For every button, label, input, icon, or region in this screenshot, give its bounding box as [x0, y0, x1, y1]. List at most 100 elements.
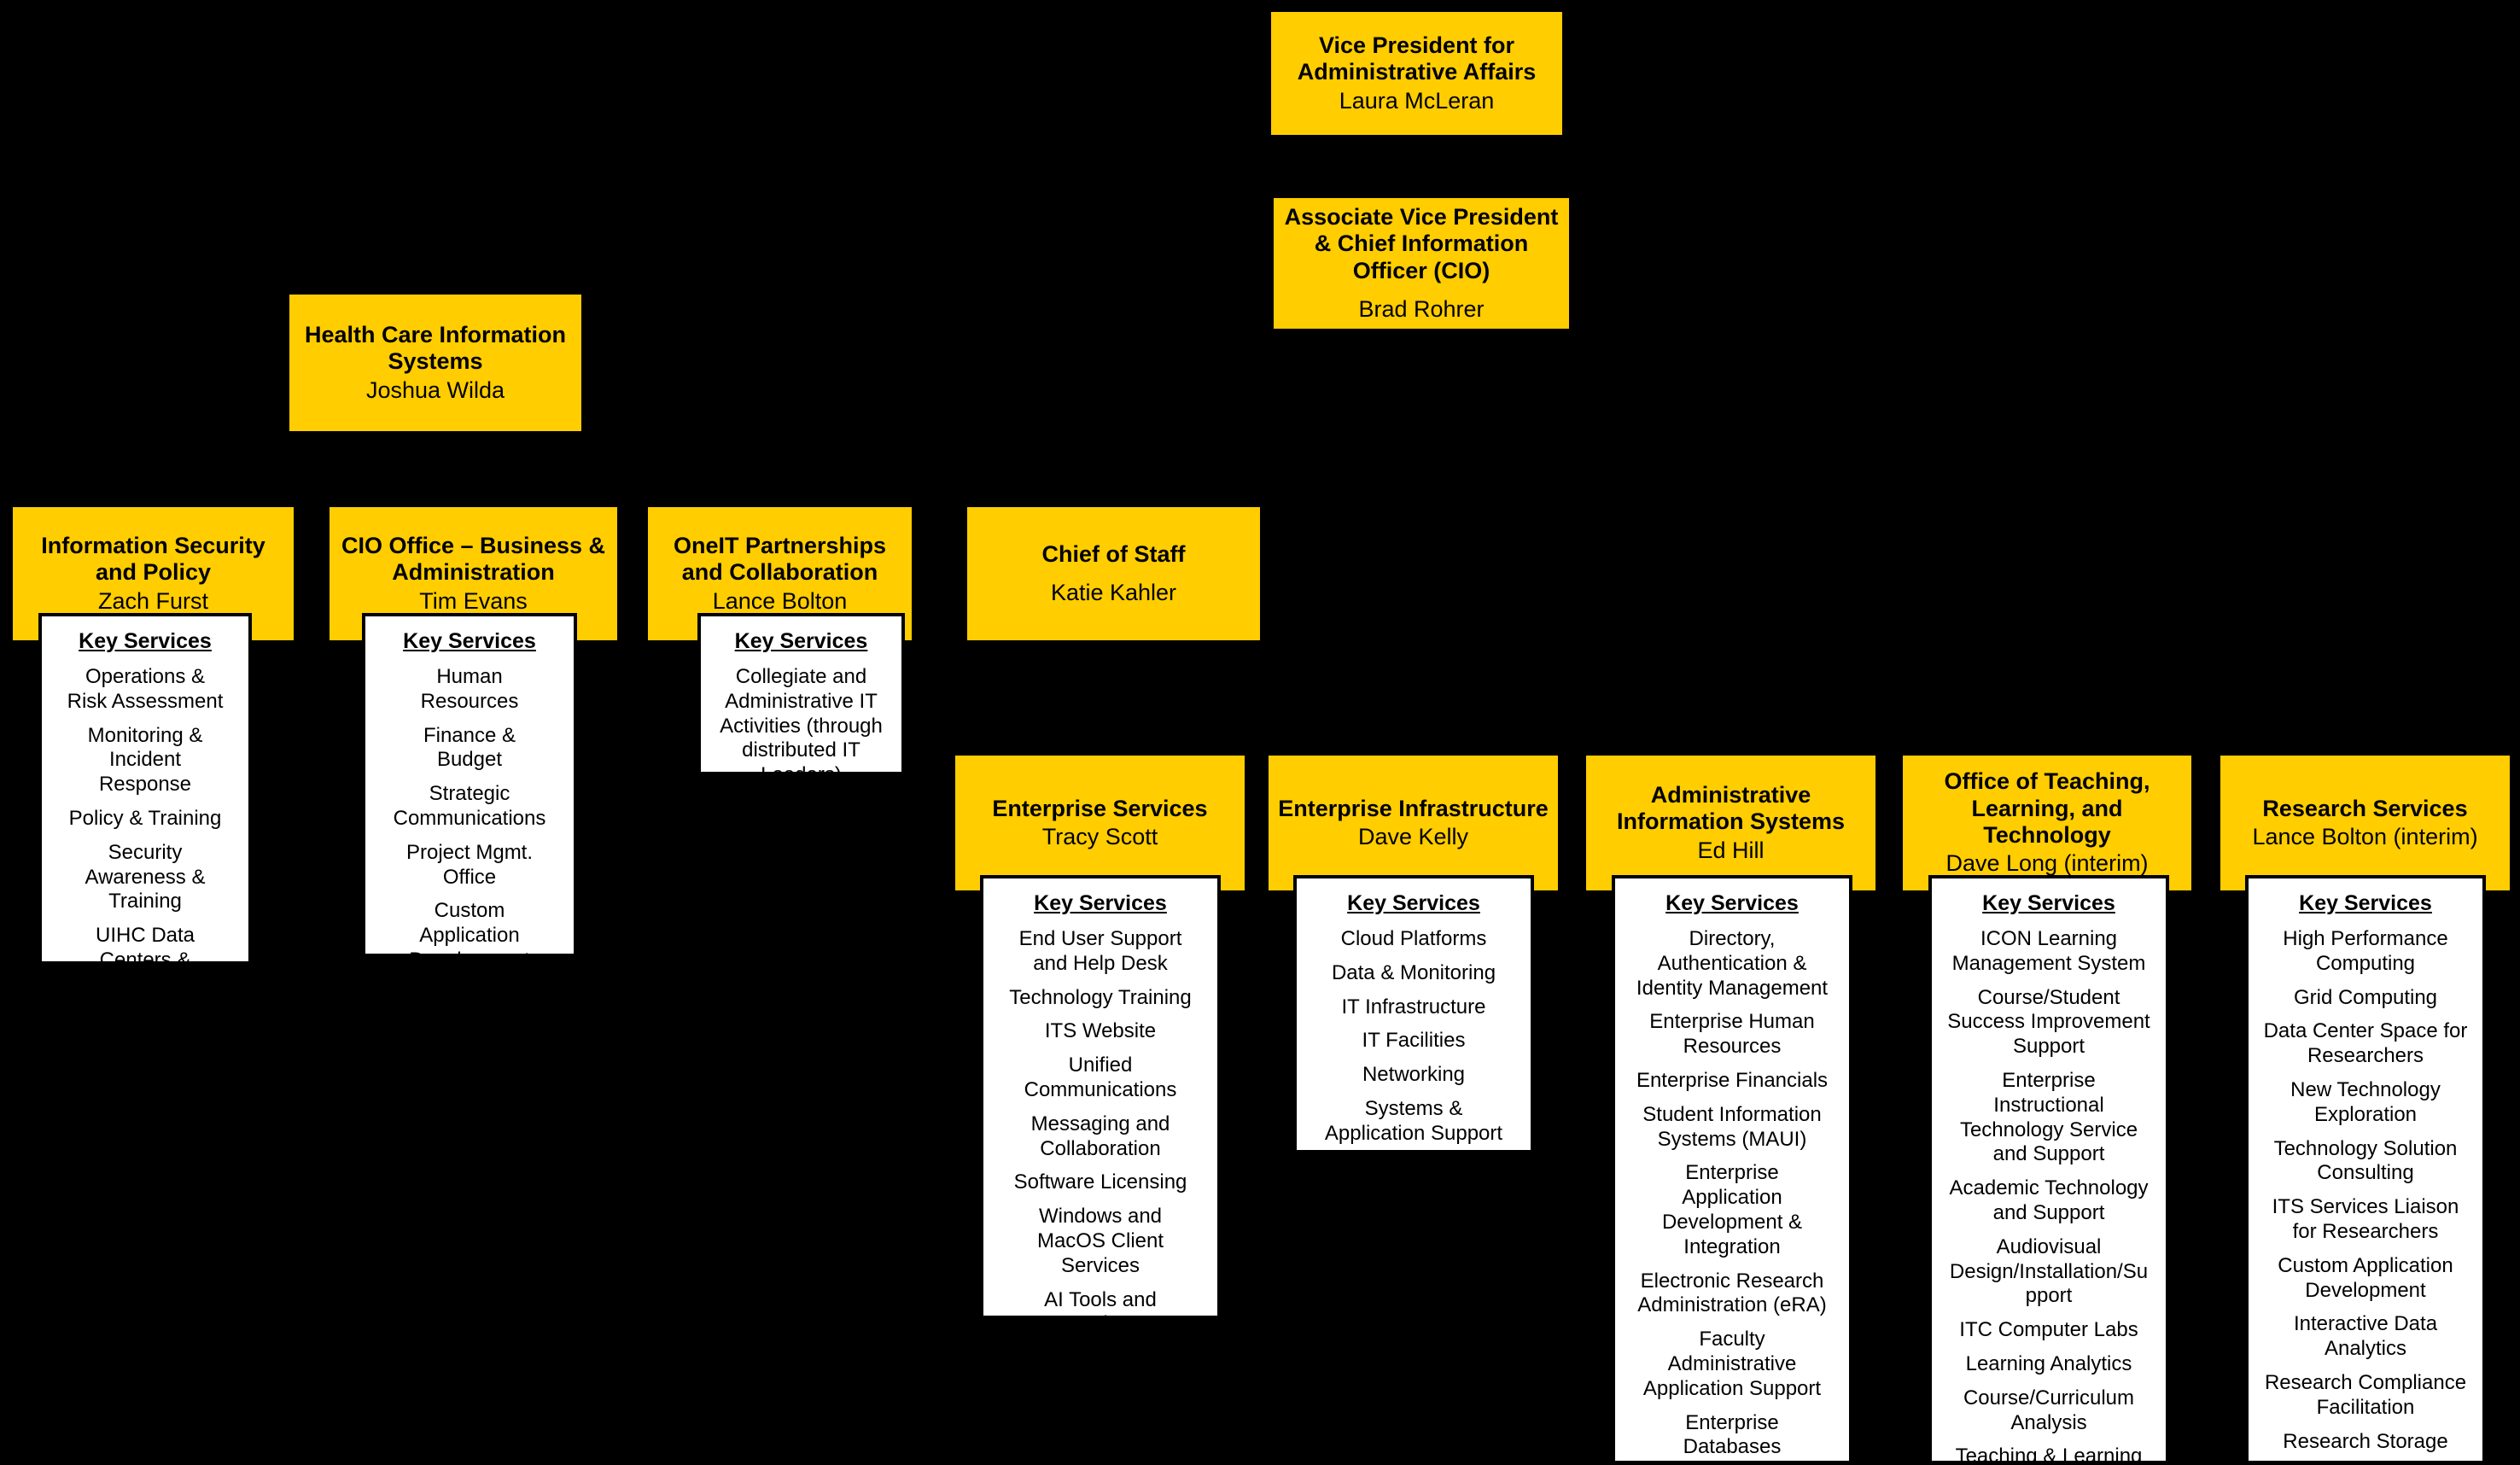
org-box-person: Tracy Scott	[1041, 824, 1158, 849]
key-service-item: Grid Computing	[2293, 985, 2438, 1009]
key-service-item: IT Facilities	[1362, 1029, 1466, 1053]
key-service-item: Policy & Training	[68, 806, 222, 830]
key-service-item: Enterprise Human Resources	[1649, 1010, 1815, 1059]
org-box-title: OneIT Partnerships and Collaboration	[673, 533, 887, 586]
key-service-item: Monitoring & Incident Response	[87, 723, 203, 797]
key-service-item: Academic Technology and Support	[1949, 1176, 2149, 1224]
org-box-person: Lance Bolton (interim)	[2252, 824, 2478, 849]
org-box-title: Administrative Information Systems	[1616, 782, 1846, 835]
key-service-item: ITC Computer Labs	[1959, 1318, 2138, 1342]
key-service-item: Course/Curriculum Analysis	[1963, 1386, 2135, 1434]
key-service-item: Systems & Application Support	[1324, 1096, 1503, 1145]
key-service-item: High Performance Computing	[2283, 927, 2448, 975]
org-box-title: Research Services	[2262, 795, 2468, 821]
org-box-vp-administrative-affairs: Vice President for Administrative Affair…	[1271, 12, 1562, 135]
key-services-heading: Key Services	[79, 629, 212, 653]
org-box-research-services: Research Services Lance Bolton (interim)	[2220, 756, 2510, 890]
key-services-heading: Key Services	[1665, 891, 1799, 915]
key-service-item: Windows and MacOS Client Services	[1036, 1205, 1164, 1277]
org-box-person: Tim Evans	[419, 587, 528, 614]
key-service-item: UIHC Data Centers & Network Security	[67, 924, 223, 996]
key-service-item: Messaging and Collaboration	[1030, 1112, 1170, 1160]
key-service-item: New Technology Exploration	[2290, 1077, 2441, 1126]
key-services-oneit: Key Services Collegiate and Administrati…	[697, 613, 905, 786]
key-services-list: Directory, Authentication & Identity Man…	[1636, 927, 1829, 1465]
key-services-heading: Key Services	[403, 629, 536, 653]
org-box-administrative-information-systems: Administrative Information Systems Ed Hi…	[1586, 756, 1875, 890]
org-box-chief-of-staff: Chief of Staff Katie Kahler	[967, 507, 1260, 640]
key-service-item: Custom Application Development and Integ…	[400, 899, 539, 996]
key-services-office-of-teaching-learning-technology: Key Services ICON Learning Management Sy…	[1928, 875, 2169, 1465]
key-service-item: Enterprise Instructional Technology Serv…	[1959, 1068, 2138, 1166]
key-service-item: Faculty Administrative Application Suppo…	[1642, 1328, 1822, 1400]
org-box-title: Health Care Information Systems	[304, 322, 567, 375]
key-service-item: IT Service Management	[1040, 1346, 1161, 1394]
key-service-item: Data Center Space for Researchers	[2263, 1019, 2468, 1068]
key-services-enterprise-services: Key Services End User Support and Help D…	[980, 875, 1221, 1394]
key-service-item: ITS Services Liaison for Researchers	[2272, 1195, 2459, 1243]
key-service-item: Data & Monitoring	[1331, 960, 1496, 984]
key-service-item: IT Infrastructure	[1341, 995, 1486, 1018]
key-service-item: End User Support and Help Desk	[1018, 927, 1182, 975]
key-service-item: Finance & Budget	[423, 723, 516, 772]
key-service-item: Student Information Systems (MAUI)	[1642, 1102, 1822, 1151]
key-services-list: Collegiate and Administrative IT Activit…	[704, 665, 898, 788]
key-service-item: Technology Training	[1009, 985, 1192, 1009]
key-service-item: Project Mgmt. Office	[405, 840, 534, 889]
key-service-item: Operations & Risk Assessment	[67, 665, 224, 713]
key-services-heading: Key Services	[1034, 891, 1167, 915]
key-services-heading: Key Services	[1347, 891, 1480, 915]
key-service-item: Enterprise Application Development & Int…	[1661, 1161, 1803, 1258]
key-services-heading: Key Services	[2299, 891, 2432, 915]
key-service-item: Networking	[1362, 1063, 1466, 1087]
org-box-title: Associate Vice President & Chief Informa…	[1284, 203, 1559, 283]
key-services-heading: Key Services	[1982, 891, 2115, 915]
key-service-item: ITS Website	[1044, 1019, 1157, 1043]
org-box-title: Information Security and Policy	[41, 533, 265, 586]
key-service-item: Interactive Data Analytics	[2293, 1312, 2438, 1361]
org-box-health-care-information-systems: Health Care Information Systems Joshua W…	[289, 295, 581, 431]
org-box-title: CIO Office – Business & Administration	[341, 533, 606, 586]
key-service-item: Research Compliance Facilitation	[2264, 1370, 2467, 1419]
key-service-item: Research Storage	[2283, 1429, 2448, 1453]
org-box-office-of-teaching-learning-technology: Office of Teaching, Learning, and Techno…	[1903, 756, 2191, 890]
key-service-item: ICON Learning Management System	[1951, 927, 2146, 975]
org-box-title: Vice President for Administrative Affair…	[1297, 32, 1537, 85]
org-box-person: Laura McLeran	[1339, 87, 1495, 114]
key-service-item: Directory, Authentication & Identity Man…	[1636, 927, 1829, 1000]
key-services-information-security: Key Services Operations & Risk Assessmen…	[38, 613, 252, 996]
key-service-item: Human Resources	[420, 665, 519, 713]
key-service-item: Security Awareness & Training	[85, 840, 206, 913]
key-service-item: Cloud Platforms	[1340, 927, 1487, 950]
key-services-heading: Key Services	[734, 629, 868, 653]
key-service-item: Collegiate and Administrative IT Activit…	[720, 665, 883, 787]
key-service-item: Course/Student Success Improvement Suppo…	[1947, 985, 2150, 1059]
key-service-item: Enterprise Financials	[1636, 1068, 1829, 1092]
org-box-avp-cio: Associate Vice President & Chief Informa…	[1274, 198, 1569, 329]
org-box-person: Dave Long (interim)	[1945, 850, 2149, 877]
org-box-title: Office of Teaching, Learning, and Techno…	[1944, 768, 2150, 848]
key-service-item: Electronic Research Administration (eRA)	[1637, 1269, 1827, 1317]
key-services-administrative-information-systems: Key Services Directory, Authentication &…	[1612, 875, 1852, 1464]
key-service-item: Learning Analytics	[1965, 1351, 2132, 1375]
key-service-item: Software Licensing	[1013, 1170, 1187, 1194]
key-service-item: Enterprise Databases	[1683, 1410, 1782, 1459]
key-service-item: Technology Solution Consulting	[2273, 1136, 2458, 1185]
org-box-title: Enterprise Services	[992, 795, 1208, 821]
org-box-enterprise-infrastructure: Enterprise Infrastructure Dave Kelly	[1269, 756, 1558, 890]
org-box-person: Brad Rohrer	[1358, 295, 1485, 322]
org-box-title: Enterprise Infrastructure	[1278, 795, 1549, 821]
org-box-person: Lance Bolton	[712, 587, 848, 614]
org-box-person: Ed Hill	[1697, 837, 1765, 863]
key-service-item: Strategic Communications	[393, 782, 546, 830]
org-box-person: Dave Kelly	[1357, 824, 1469, 849]
